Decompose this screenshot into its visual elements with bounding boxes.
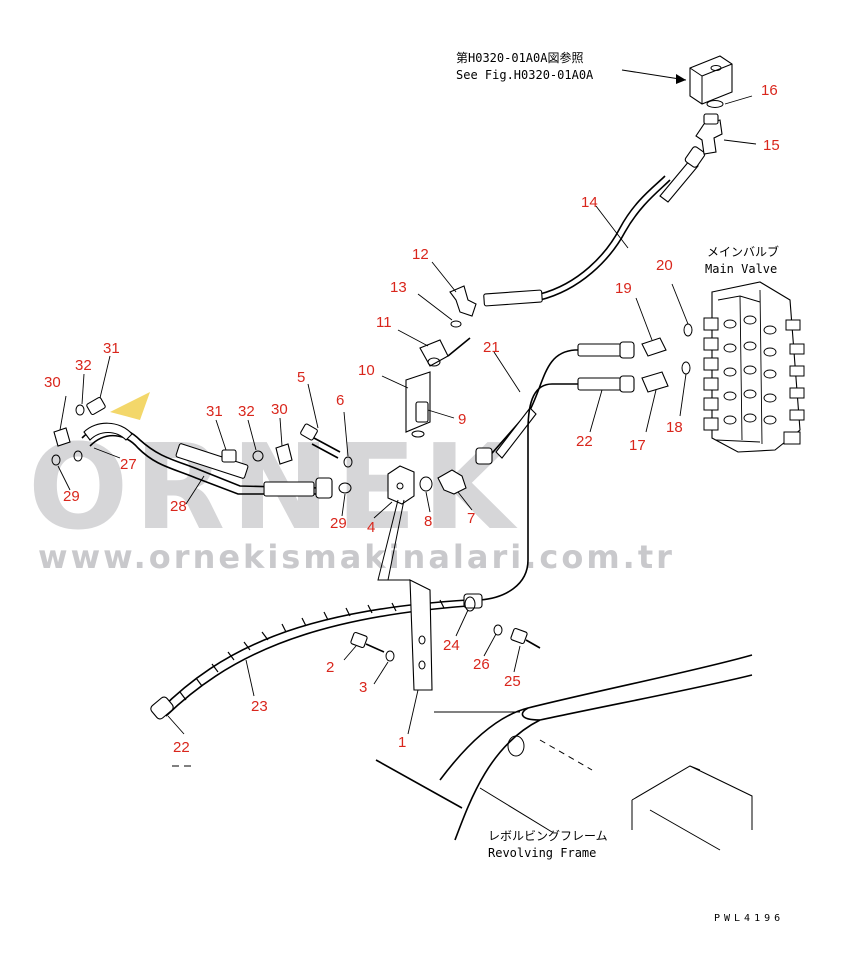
callout-9: 9	[458, 411, 466, 428]
reference-note: 第H0320-01A0A図参照 See Fig.H0320-01A0A	[456, 50, 687, 84]
callout-31-left: 31	[103, 340, 120, 357]
callout-24: 24	[443, 637, 460, 654]
callout-7: 7	[467, 510, 475, 527]
watermark-url: www.ornekismakinalari.com.tr	[38, 538, 675, 576]
callouts: 16 15 14 12 20 13 19 11 21 31 32 10 5 30…	[44, 82, 780, 756]
callout-29-mid: 29	[330, 515, 347, 532]
drawing-code: PWL4196	[714, 913, 784, 924]
callout-8: 8	[424, 513, 432, 530]
callout-27: 27	[120, 456, 137, 473]
callout-28: 28	[170, 498, 187, 515]
callout-4: 4	[367, 519, 375, 536]
callout-6: 6	[336, 392, 344, 409]
callout-14: 14	[581, 194, 598, 211]
callout-25: 25	[504, 673, 521, 690]
callout-15: 15	[763, 137, 780, 154]
callout-23: 23	[251, 698, 268, 715]
callout-26: 26	[473, 656, 490, 673]
callout-12: 12	[412, 246, 429, 263]
reference-leader	[621, 69, 687, 81]
callout-21: 21	[483, 339, 500, 356]
revolving-frame: レボルビングフレーム Revolving Frame	[375, 654, 753, 860]
revolving-frame-label-jp: レボルビングフレーム	[488, 829, 608, 843]
leader-lines	[57, 95, 757, 735]
callout-31-mid: 31	[206, 403, 223, 420]
part-block-reference	[689, 55, 733, 105]
main-valve-label-en: Main Valve	[705, 262, 777, 276]
main-valve: メインバルブ Main Valve	[703, 244, 805, 453]
callout-2: 2	[326, 659, 334, 676]
callout-19: 19	[615, 280, 632, 297]
reference-line-en: See Fig.H0320-01A0A	[456, 68, 594, 82]
callout-22-upper: 22	[576, 433, 593, 450]
callout-16: 16	[761, 82, 778, 99]
callout-32-mid: 32	[238, 403, 255, 420]
callout-11: 11	[376, 314, 392, 331]
watermark-accent-mark	[110, 392, 150, 420]
callout-20: 20	[656, 257, 673, 274]
callout-10: 10	[358, 362, 375, 379]
callout-29-left: 29	[63, 488, 80, 505]
reference-line-jp: 第H0320-01A0A図参照	[456, 50, 583, 65]
revolving-frame-leader	[479, 787, 553, 833]
callout-13: 13	[390, 279, 407, 296]
callout-22-lower: 22	[173, 739, 190, 756]
watermark: ORNEK www.ornekismakinalari.com.tr	[28, 392, 675, 576]
callout-32-left: 32	[75, 357, 92, 374]
callout-30-mid: 30	[271, 401, 288, 418]
callout-3: 3	[359, 679, 367, 696]
callout-1: 1	[398, 734, 406, 751]
fittings	[51, 100, 724, 691]
callout-5: 5	[297, 369, 305, 386]
hoses	[81, 146, 706, 720]
callout-17: 17	[629, 437, 646, 454]
callout-30-left: 30	[44, 374, 61, 391]
callout-18: 18	[666, 419, 683, 436]
main-valve-label-jp: メインバルブ	[707, 244, 779, 259]
revolving-frame-label-en: Revolving Frame	[488, 846, 596, 860]
